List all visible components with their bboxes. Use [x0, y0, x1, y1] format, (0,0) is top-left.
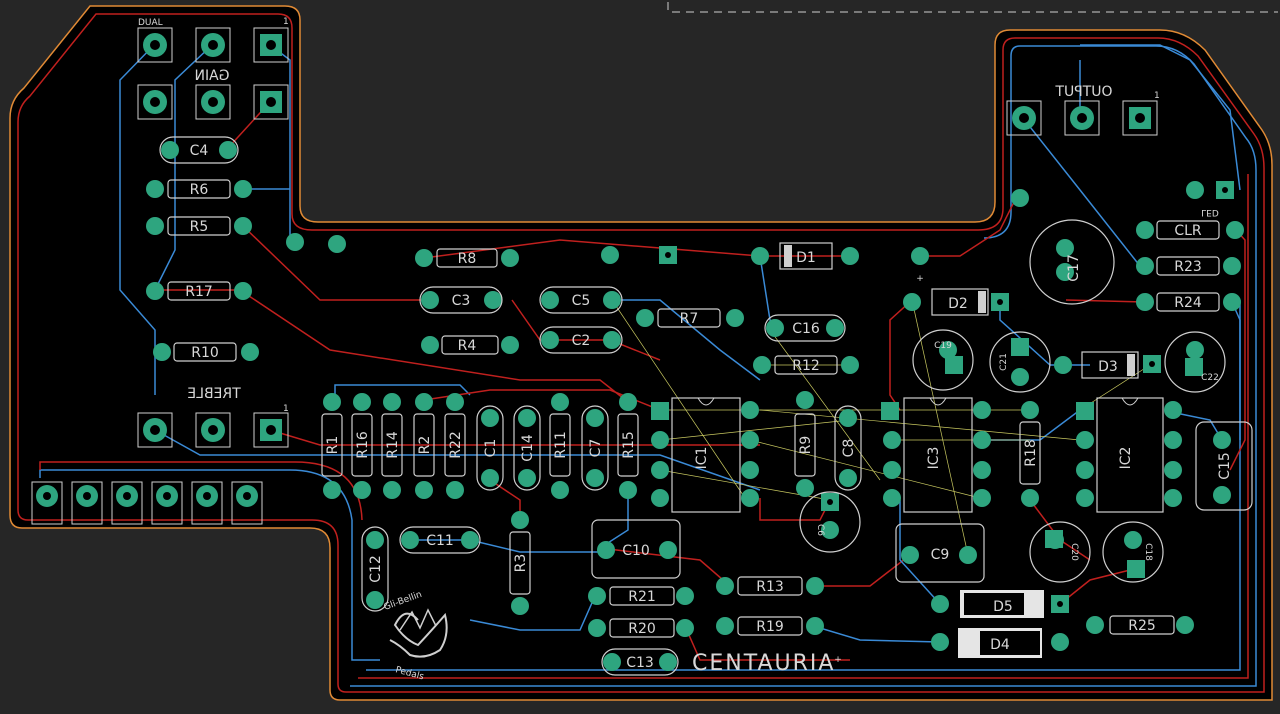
r22-label: R22	[448, 431, 464, 459]
r17-label: R17	[185, 284, 213, 300]
d1-label: D1	[796, 250, 816, 266]
ic3-body[interactable]	[883, 397, 991, 513]
r6-label: R6	[190, 182, 209, 198]
pads	[146, 141, 1244, 671]
r24-label: R24	[1174, 295, 1202, 311]
d2-label: D2	[948, 296, 968, 312]
r20-label: R20	[628, 621, 656, 637]
r7-label: R7	[680, 311, 699, 327]
resistor-bodies	[167, 179, 1220, 638]
ic2-body[interactable]	[1076, 397, 1182, 513]
d5-label: D5	[993, 599, 1013, 615]
board-name: CENTAURIA	[692, 651, 835, 676]
output-label: OUTPUT	[1055, 84, 1113, 100]
c22-label: C22	[1201, 373, 1219, 383]
c10-label: C10	[622, 543, 650, 559]
c2-label: C2	[572, 333, 591, 349]
treble-pot-header[interactable]	[137, 412, 289, 448]
c3-label: C3	[452, 293, 471, 309]
ic1-body[interactable]	[651, 397, 759, 513]
c1-label: C1	[483, 439, 499, 458]
power-connector-row[interactable]	[31, 481, 263, 525]
centauria-plus: +	[834, 655, 842, 665]
ic3-label: IC3	[926, 447, 942, 470]
frame-outline	[667, 2, 1278, 13]
gain-pin-one: 1	[283, 17, 289, 27]
c16-label: C16	[792, 321, 820, 337]
r21-label: R21	[628, 589, 656, 605]
c6-label: C6	[815, 524, 825, 536]
gain-pot-header[interactable]	[137, 27, 289, 120]
c8-label: C8	[841, 439, 857, 458]
r8-label: R8	[458, 251, 477, 267]
r4-label: R4	[458, 338, 477, 354]
d2-plus: +	[916, 274, 924, 284]
r3-label: R3	[513, 554, 529, 573]
r14-label: R14	[385, 431, 401, 459]
output-pin-one: 1	[1154, 91, 1160, 101]
led-label: LED	[1201, 207, 1219, 217]
c14-label: C14	[520, 434, 536, 462]
drill-holes	[665, 187, 1228, 607]
d4-label: D4	[990, 637, 1010, 653]
d3-label: D3	[1098, 359, 1118, 375]
c4-label: C4	[190, 143, 209, 159]
r1-label: R1	[325, 436, 341, 455]
dual-label: DUAL	[138, 18, 163, 28]
c17-label: C17	[1066, 254, 1082, 282]
r11-label: R11	[553, 431, 569, 459]
electrolytic-caps	[799, 219, 1226, 583]
r25-label: R25	[1128, 618, 1156, 634]
c12-label: C12	[368, 555, 384, 583]
c19-label: C19	[934, 341, 952, 351]
c7-label: C7	[588, 439, 604, 458]
output-header[interactable]	[1006, 100, 1158, 136]
r15-label: R15	[621, 431, 637, 459]
c11-label: C11	[426, 533, 454, 549]
r13-label: R13	[756, 579, 784, 595]
treble-label: TREBLE	[187, 386, 241, 402]
c21-label: C21	[999, 353, 1009, 371]
bottom-border-trace	[350, 45, 1257, 687]
r9-label: R9	[798, 436, 814, 455]
c20-label: C20	[1069, 543, 1079, 561]
c15-label: C15	[1217, 452, 1233, 480]
c13-label: C13	[626, 655, 654, 671]
top-border-trace	[17, 13, 1265, 693]
inner-border-trace	[358, 174, 1249, 679]
r12-label: R12	[792, 358, 820, 374]
r10-label: R10	[191, 345, 219, 361]
r16-label: R16	[355, 431, 371, 459]
ic2-label: IC2	[1118, 447, 1134, 470]
top-trace	[39, 461, 363, 521]
treble-pin-one: 1	[283, 404, 289, 414]
c9-label: C9	[931, 547, 950, 563]
r23-label: R23	[1174, 259, 1202, 275]
diode-bodies	[779, 242, 1139, 658]
r19-label: R19	[756, 619, 784, 635]
c5-label: C5	[572, 293, 591, 309]
r2-label: R2	[417, 436, 433, 455]
c18-label: C18	[1143, 543, 1153, 561]
gain-label: GAIN	[194, 68, 229, 84]
r18-label: R18	[1023, 439, 1039, 467]
r5-label: R5	[190, 219, 209, 235]
ic1-label: IC1	[694, 447, 710, 470]
clr-label: CLR	[1174, 223, 1202, 239]
capacitor-bodies	[159, 136, 1253, 676]
